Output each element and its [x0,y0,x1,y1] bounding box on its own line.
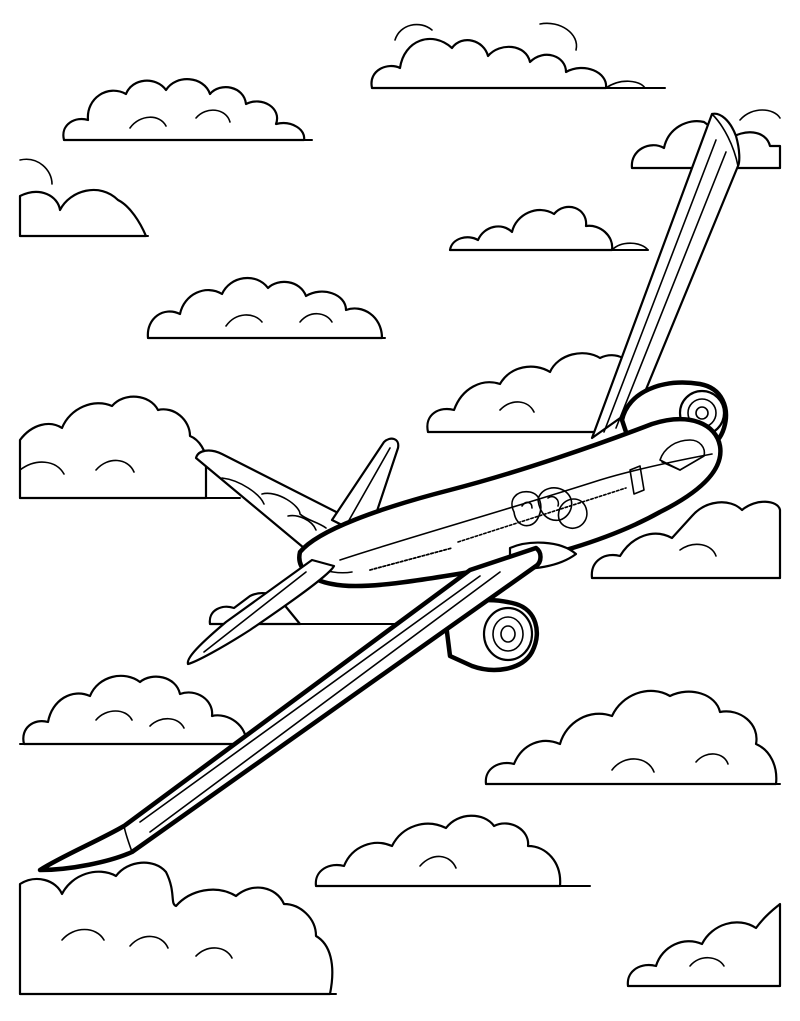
cloud-icon [146,276,386,340]
cloud-icon [484,689,781,786]
cloud-icon [18,158,149,238]
cloud-icon [62,78,313,142]
cloud-icon [18,861,337,996]
far-wing-trailing [186,558,336,666]
cloud-icon [314,814,591,888]
near-wing [37,545,543,873]
cloud-icon [426,352,634,434]
window-row [369,487,627,571]
cloud-icon [19,674,253,746]
cloud-icon [626,902,782,988]
cloud-icon [448,205,649,252]
cloud-icon [590,500,782,580]
cloud-icon [18,395,241,500]
fuselage [297,417,723,589]
far-wing [590,112,741,440]
airplane-icon [37,112,741,873]
livery-logo [511,487,588,530]
cloud-icon [370,22,666,90]
